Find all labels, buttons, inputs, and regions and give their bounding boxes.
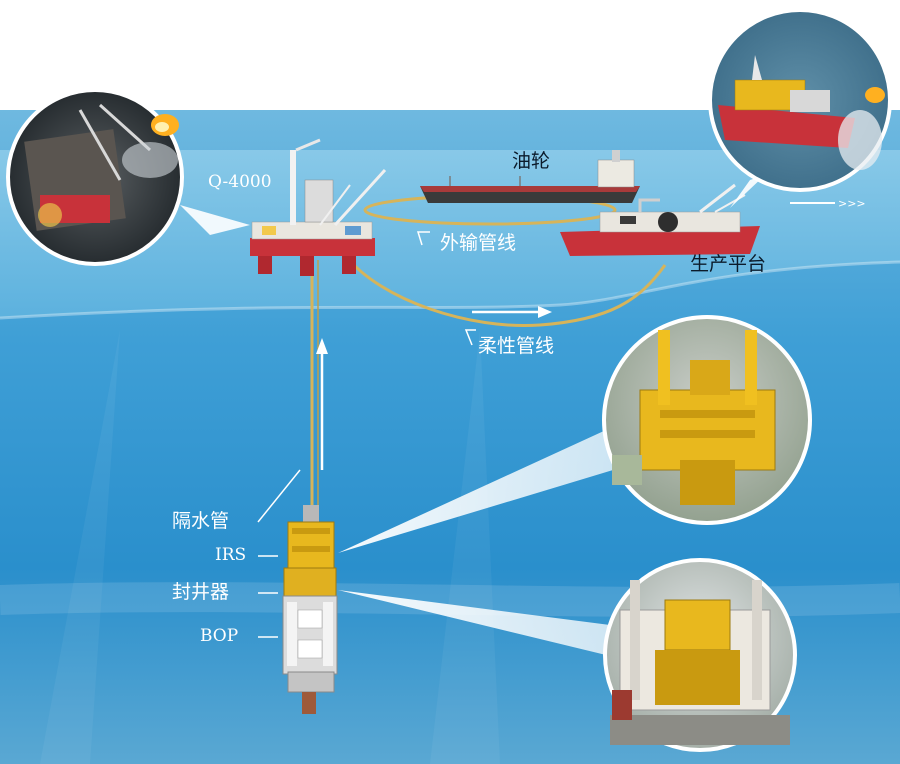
q4000-label: Q-4000 bbox=[208, 172, 272, 192]
capping-projection-beam bbox=[338, 590, 610, 655]
flexible-pipeline bbox=[343, 254, 667, 328]
svg-text:>>>: >>> bbox=[838, 197, 866, 210]
rig-projection-beam bbox=[180, 205, 250, 235]
flexible-line-label: 柔性管线 bbox=[478, 335, 555, 357]
q4000-rig bbox=[250, 138, 387, 276]
irs-label: IRS bbox=[215, 545, 247, 565]
capping-stack-assembly bbox=[282, 505, 338, 714]
tanker-label: 油轮 bbox=[512, 150, 551, 172]
irs-hardware-photo bbox=[602, 315, 812, 525]
production-platform-label: 生产平台 bbox=[690, 253, 767, 275]
production-platform-ship bbox=[560, 183, 760, 256]
capping-stack-photo bbox=[603, 558, 797, 752]
export-line-label: 外输管线 bbox=[440, 232, 517, 254]
production-vessel-photo bbox=[708, 8, 892, 192]
sea-surface bbox=[0, 150, 900, 318]
riser-label: 隔水管 bbox=[172, 510, 230, 532]
platform-projection-beam bbox=[730, 175, 765, 208]
irs-projection-beam bbox=[338, 430, 613, 553]
bop-label: BOP bbox=[200, 626, 239, 646]
tanker-ship bbox=[420, 150, 640, 203]
rig-fire-photo bbox=[6, 88, 184, 266]
capping-stack-label: 封井器 bbox=[172, 581, 230, 603]
